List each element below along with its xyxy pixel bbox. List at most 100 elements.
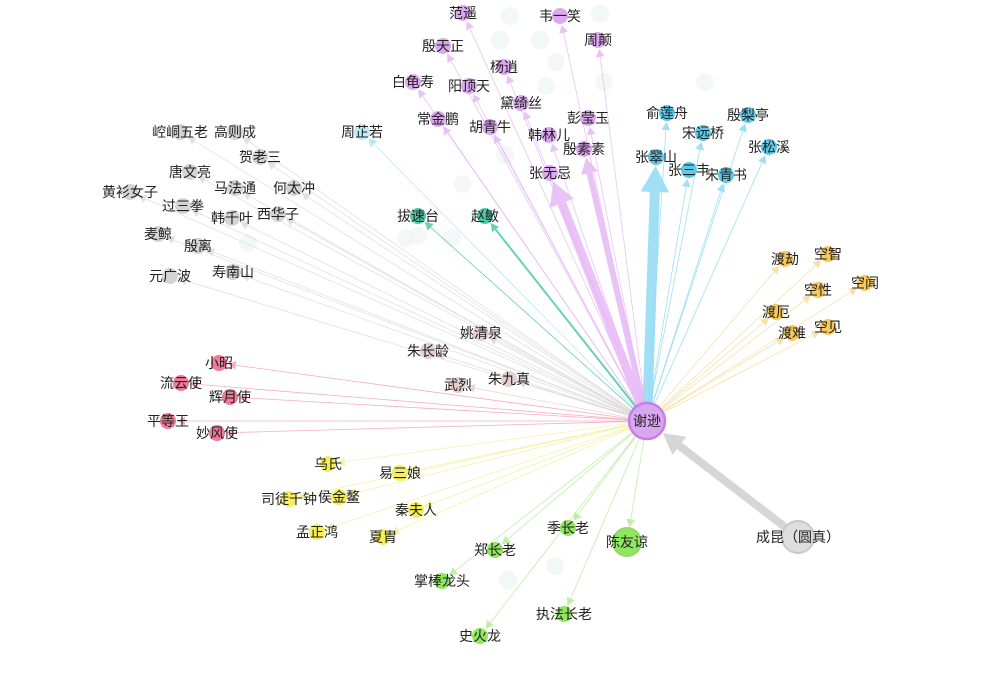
node-jinhua[interactable]: 夏胄 xyxy=(369,529,397,546)
node-gaibang[interactable]: 掌棒龙头 xyxy=(414,573,470,590)
node-misc[interactable]: 麦鲸 xyxy=(144,226,172,243)
node-mingjiao[interactable]: 周颠 xyxy=(584,32,612,49)
node-circle xyxy=(473,325,489,341)
node-zhu[interactable]: 武烈 xyxy=(444,377,472,394)
node-misc[interactable]: 殷离 xyxy=(184,238,212,255)
node-mingjiao[interactable]: 范遥 xyxy=(449,5,477,22)
edge-arrowhead xyxy=(242,137,252,146)
edge xyxy=(586,172,650,422)
node-wudang[interactable]: 殷梨亭 xyxy=(727,107,769,124)
node-label: 阳顶天 xyxy=(448,79,490,95)
node-shaolin[interactable]: 渡劫 xyxy=(771,251,799,268)
node-misc[interactable]: 西华子 xyxy=(257,206,299,223)
node-yuan[interactable]: 赵敏 xyxy=(471,208,499,225)
node-misc[interactable]: 贺老三 xyxy=(239,149,281,166)
faded-node xyxy=(591,5,609,23)
node-wudang[interactable]: 张翠山 xyxy=(635,149,677,166)
edge xyxy=(557,201,652,423)
node-mingjiao[interactable]: 殷天正 xyxy=(422,38,464,55)
node-misc[interactable]: 唐文亮 xyxy=(169,164,211,181)
node-mingjiao[interactable]: 阳顶天 xyxy=(448,78,490,95)
node-shaolin[interactable]: 渡厄 xyxy=(762,304,790,321)
edge-arrowhead xyxy=(473,93,481,104)
edge-arrowhead xyxy=(465,21,474,31)
node-persia[interactable]: 流云使 xyxy=(160,375,202,392)
edge xyxy=(444,355,648,422)
edge xyxy=(305,420,648,496)
node-circle xyxy=(392,465,408,481)
node-misc[interactable]: 元广波 xyxy=(149,268,191,285)
node-label: 黛绮丝 xyxy=(500,96,542,112)
node-mingjiao[interactable]: 张无忌 xyxy=(529,165,571,182)
node-jinhua[interactable]: 侯金鳌 xyxy=(318,489,360,506)
center-node[interactable]: 谢逊 xyxy=(627,401,667,441)
node-gaibang[interactable]: 陈友谅 xyxy=(606,527,648,557)
node-jinhua[interactable]: 易三娘 xyxy=(379,465,421,482)
node-mingjiao[interactable]: 黛绮丝 xyxy=(500,95,542,112)
node-gaibang[interactable]: 季长老 xyxy=(547,520,589,537)
node-label: 寿南山 xyxy=(212,264,254,281)
node-zhu[interactable]: 朱九真 xyxy=(488,371,530,388)
node-gaibang[interactable]: 执法长老 xyxy=(536,606,592,623)
faded-node xyxy=(499,571,517,589)
edge-arrowhead xyxy=(267,162,277,171)
node-persia[interactable]: 妙风使 xyxy=(196,425,238,442)
node-mingjiao[interactable]: 彭莹玉 xyxy=(567,110,609,127)
edge xyxy=(198,212,648,422)
node-label: 马法通 xyxy=(214,181,256,197)
edge xyxy=(599,56,648,422)
node-jinhua[interactable]: 秦夫人 xyxy=(395,502,437,519)
node-mingjiao[interactable]: 白龟寿 xyxy=(392,74,434,91)
node-circle xyxy=(659,105,675,121)
node-misc[interactable]: 高则成 xyxy=(214,124,256,141)
node-jinhua[interactable]: 孟正鸿 xyxy=(296,524,338,541)
node-label: 周芷若 xyxy=(341,125,383,141)
node-wudang[interactable]: 俞莲舟 xyxy=(646,105,688,122)
node-zhu[interactable]: 朱长龄 xyxy=(407,343,449,360)
node-misc[interactable]: 何太冲 xyxy=(273,180,315,197)
node-circle xyxy=(541,127,557,143)
node-gaibang[interactable]: 郑长老 xyxy=(474,542,516,559)
node-jinhua[interactable]: 乌氏 xyxy=(314,456,342,473)
node-shaolin[interactable]: 空见 xyxy=(814,319,842,336)
node-misc[interactable]: 寿南山 xyxy=(212,264,254,281)
node-wudang[interactable]: 宋远桥 xyxy=(682,125,724,142)
node-chengkun[interactable]: 成昆（圆真） xyxy=(756,520,840,554)
node-yuan[interactable]: 拔速台 xyxy=(397,208,439,225)
node-mingjiao[interactable]: 胡青牛 xyxy=(469,119,511,136)
node-circle xyxy=(173,375,189,391)
node-mingjiao[interactable]: 韩林儿 xyxy=(528,127,570,144)
node-shaolin[interactable]: 渡难 xyxy=(778,325,806,342)
node-gaibang[interactable]: 史火龙 xyxy=(459,628,501,645)
node-wudang[interactable]: 张三丰 xyxy=(668,162,710,179)
node-wudang[interactable]: 张松溪 xyxy=(748,139,790,156)
edge xyxy=(642,191,660,422)
node-misc[interactable]: 崆峒五老 xyxy=(152,124,208,141)
node-zhu[interactable]: 姚清泉 xyxy=(460,325,502,342)
node-emei[interactable]: 周芷若 xyxy=(341,124,383,141)
edge-arrowhead xyxy=(695,141,705,151)
node-mingjiao[interactable]: 韦一笑 xyxy=(539,8,581,25)
node-misc[interactable]: 韩千叶 xyxy=(211,210,253,227)
node-circle xyxy=(455,5,471,21)
node-jinhua[interactable]: 司徒千钟 xyxy=(261,491,317,508)
node-label: 范遥 xyxy=(449,5,477,22)
node-label: 赵敏 xyxy=(471,209,499,225)
node-shaolin[interactable]: 空智 xyxy=(814,246,842,263)
node-shaolin[interactable]: 空性 xyxy=(804,282,832,299)
node-mingjiao[interactable]: 殷素素 xyxy=(563,141,605,158)
node-label: 掌棒龙头 xyxy=(414,574,470,590)
node-circle xyxy=(784,325,800,341)
node-mingjiao[interactable]: 杨逍 xyxy=(490,59,518,76)
node-mingjiao[interactable]: 常金鹏 xyxy=(417,111,459,128)
edge-arrowhead xyxy=(517,379,527,389)
node-shaolin[interactable]: 空闻 xyxy=(851,275,879,292)
node-wudang[interactable]: 宋青书 xyxy=(705,167,747,184)
node-misc[interactable]: 过三拳 xyxy=(162,198,204,215)
node-persia[interactable]: 小昭 xyxy=(205,355,233,372)
node-misc[interactable]: 马法通 xyxy=(214,180,256,197)
node-persia[interactable]: 平等王 xyxy=(147,413,189,430)
node-label: 常金鹏 xyxy=(417,112,459,128)
node-persia[interactable]: 辉月使 xyxy=(209,389,251,406)
node-misc[interactable]: 黄衫女子 xyxy=(102,184,158,201)
